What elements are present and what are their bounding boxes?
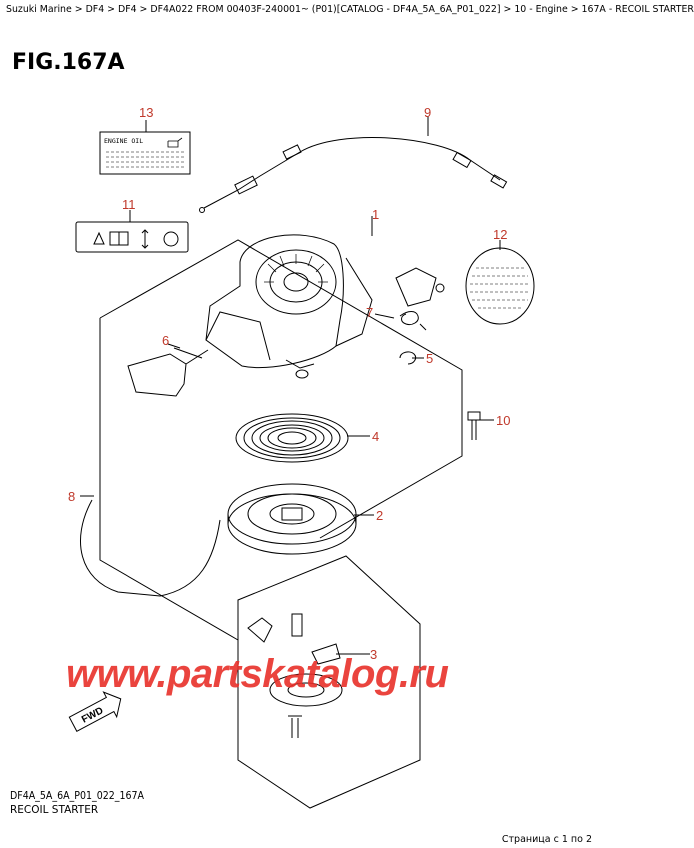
parts-diagram: FWD bbox=[68, 116, 535, 809]
starter-rope bbox=[80, 499, 221, 597]
callout-5: 5 bbox=[426, 351, 434, 366]
callout-4: 4 bbox=[372, 429, 380, 444]
starter-housing bbox=[205, 234, 373, 379]
callout-1: 1 bbox=[372, 207, 380, 222]
callout-7: 7 bbox=[366, 305, 374, 320]
callout-6: 6 bbox=[162, 333, 170, 348]
callout-13: 13 bbox=[139, 105, 154, 120]
bolt bbox=[467, 411, 481, 440]
ratchet-kit bbox=[247, 613, 343, 738]
lock-spring bbox=[399, 311, 419, 325]
control-cable bbox=[203, 137, 501, 209]
engine-oil-label bbox=[99, 131, 191, 175]
diagram-name: RECOIL STARTER bbox=[10, 804, 99, 816]
assembly-outline bbox=[99, 239, 463, 539]
figure-title: FIG.167A bbox=[12, 50, 125, 75]
circlip bbox=[399, 351, 417, 365]
callout-10: 10 bbox=[496, 413, 511, 428]
starter-reel bbox=[227, 483, 357, 555]
breadcrumb[interactable]: Suzuki Marine > DF4 > DF4 > DF4A022 FROM… bbox=[6, 4, 694, 15]
caution-label bbox=[75, 221, 189, 253]
callout-9: 9 bbox=[424, 105, 432, 120]
starter-lock bbox=[395, 267, 437, 307]
watermark: www.partskatalog.ru bbox=[66, 652, 449, 696]
recoil-spring bbox=[235, 413, 349, 463]
ratchet-box bbox=[237, 555, 421, 809]
engine-oil-label-text: ENGINE OIL bbox=[104, 137, 144, 145]
page-indicator[interactable]: Страница с 1 по 2 bbox=[501, 834, 592, 845]
callout-12: 12 bbox=[493, 227, 508, 242]
decal-round bbox=[465, 247, 535, 325]
callout-3: 3 bbox=[370, 647, 378, 662]
diagram-code: DF4A_5A_6A_P01_022_167A bbox=[10, 790, 144, 802]
starter-handle bbox=[127, 353, 187, 397]
arrows-icon bbox=[141, 229, 149, 249]
warning-icon bbox=[93, 231, 105, 245]
oil-can-icon bbox=[167, 137, 183, 148]
hand-icon bbox=[163, 231, 179, 247]
callout-2: 2 bbox=[376, 508, 384, 523]
callout-11: 11 bbox=[122, 197, 136, 212]
callout-8: 8 bbox=[68, 489, 76, 504]
